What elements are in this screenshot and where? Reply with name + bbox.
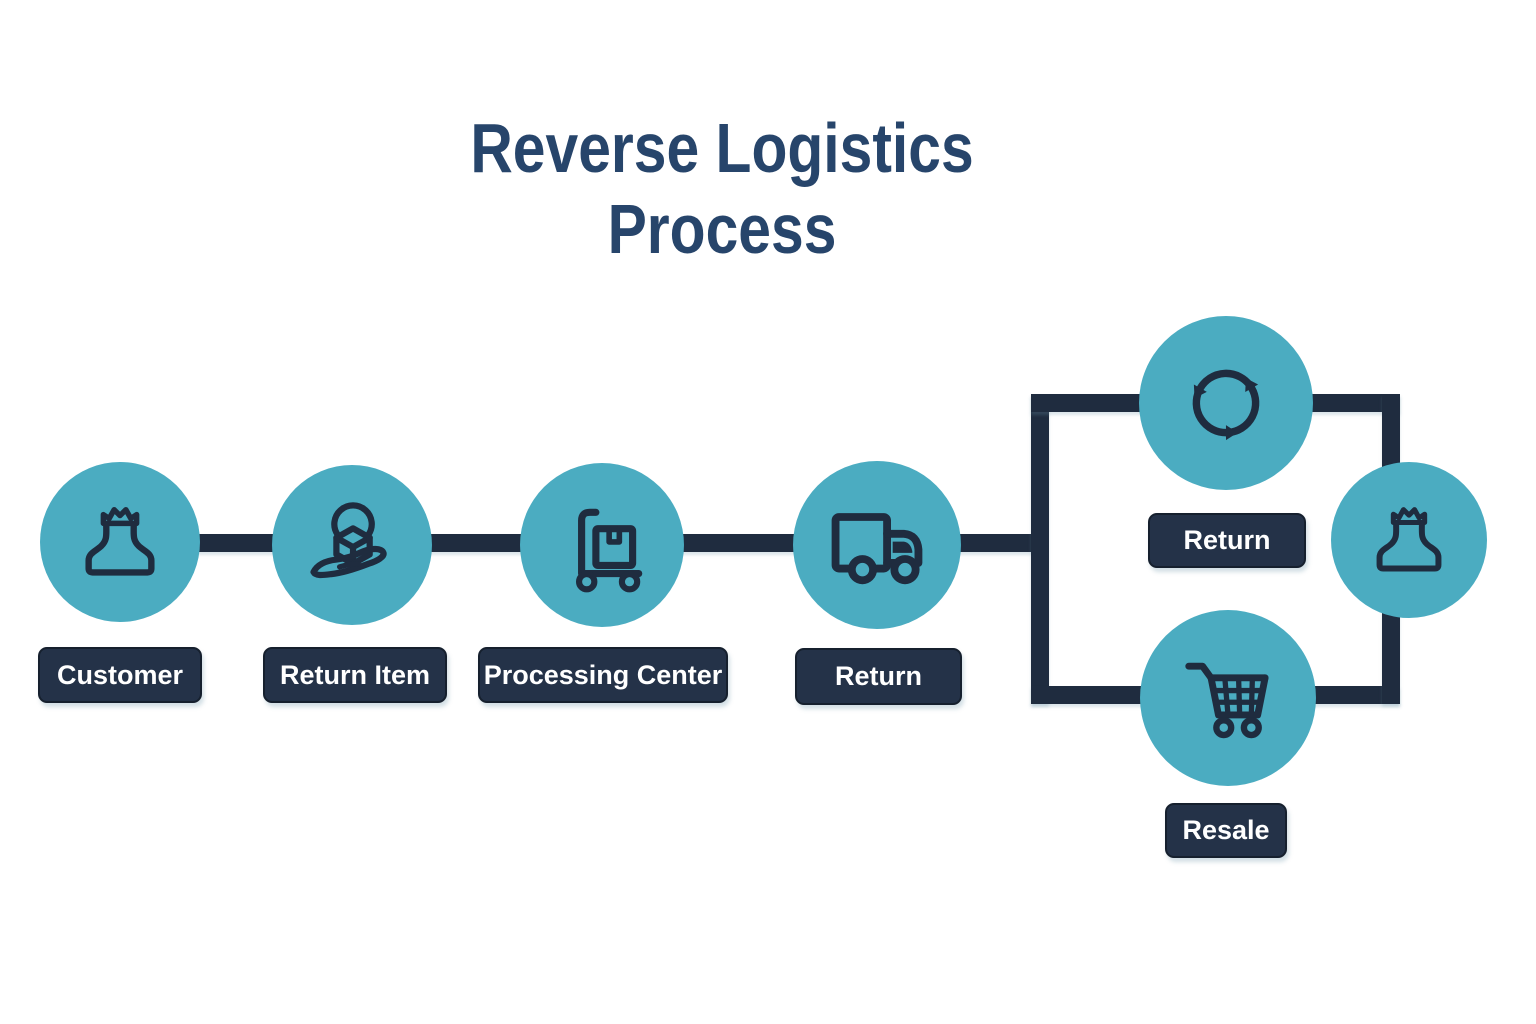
delivery-truck-icon bbox=[831, 513, 923, 585]
label-return-item: Return Item bbox=[263, 647, 447, 703]
person-crown-icon bbox=[1376, 507, 1442, 572]
hand-truck-icon bbox=[575, 508, 643, 593]
diagram-title: Reverse Logistics Process bbox=[445, 108, 999, 270]
node-return-loop bbox=[1139, 316, 1313, 490]
label-return-transport: Return bbox=[795, 648, 962, 705]
hand-box-icon bbox=[310, 502, 387, 579]
person-crown-icon bbox=[85, 506, 155, 576]
node-resale bbox=[1140, 610, 1316, 786]
label-return-loop: Return bbox=[1148, 513, 1306, 568]
node-customer bbox=[40, 462, 200, 622]
label-customer: Customer bbox=[38, 647, 202, 703]
node-processing-center bbox=[520, 463, 684, 627]
title-line-1: Reverse Logistics bbox=[470, 109, 974, 187]
node-return-transport bbox=[793, 461, 961, 629]
connector-branch-left bbox=[1031, 394, 1049, 704]
node-return-item bbox=[272, 465, 432, 625]
node-customer-end bbox=[1331, 462, 1487, 618]
label-resale: Resale bbox=[1165, 803, 1287, 858]
shopping-cart-icon bbox=[1185, 662, 1269, 739]
title-line-2: Process bbox=[607, 190, 837, 269]
recycle-arrows-icon bbox=[1192, 369, 1260, 441]
label-processing-center: Processing Center bbox=[478, 647, 728, 703]
